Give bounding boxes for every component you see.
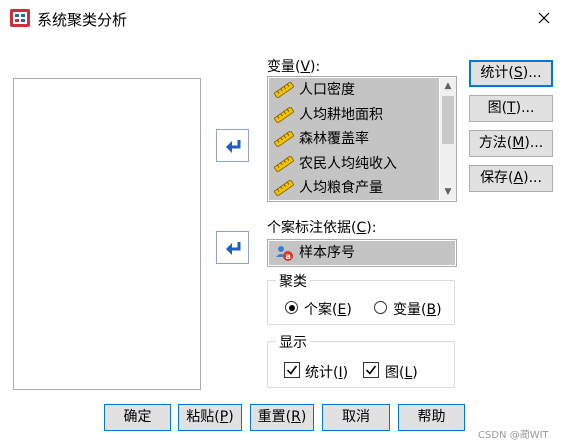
list-item[interactable]: 人口密度 <box>269 78 439 103</box>
cluster-cases-radio[interactable] <box>285 301 298 314</box>
cluster-cases-label[interactable]: 个案(E) <box>304 302 352 318</box>
scale-ruler-icon <box>274 106 294 123</box>
save-button[interactable]: 保存(A)... <box>469 165 553 192</box>
list-item[interactable]: 森林覆盖率 <box>269 127 439 152</box>
case-label-item-label: 样本序号 <box>299 245 355 261</box>
list-item-label: 人均耕地面积 <box>299 106 383 123</box>
variables-list[interactable]: 人口密度 人均耕地面积 森林覆盖率 农民人均纯收入 人均粮食产量 ▲ ▼ <box>267 76 457 202</box>
case-label-item[interactable]: a 样本序号 <box>269 241 455 265</box>
cancel-button[interactable]: 取消 <box>322 404 390 431</box>
display-statistics-label[interactable]: 统计(I) <box>305 365 349 381</box>
cluster-variables-radio[interactable] <box>374 301 387 314</box>
variables-scrollbar[interactable]: ▲ ▼ <box>440 78 456 200</box>
display-plots-label[interactable]: 图(L) <box>385 365 418 381</box>
list-item-label: 农民人均纯收入 <box>299 155 397 172</box>
list-item[interactable]: 人均粮食产量 <box>269 176 439 201</box>
scale-ruler-icon <box>274 131 294 148</box>
scale-ruler-icon <box>274 82 294 98</box>
ok-button[interactable]: 确定 <box>104 404 171 431</box>
display-group-title: 显示 <box>276 332 310 352</box>
list-item-label: 人口密度 <box>299 82 355 98</box>
case-label-label: 个案标注依据(C): <box>267 220 377 236</box>
watermark: CSDN @蔺WIT <box>478 430 549 441</box>
help-button[interactable]: 帮助 <box>398 404 465 431</box>
list-item[interactable]: 人均耕地面积 <box>269 103 439 128</box>
checkmark-icon <box>286 365 298 375</box>
checkmark-icon <box>365 365 377 375</box>
move-to-variables-button[interactable] <box>216 129 249 162</box>
source-variable-list[interactable] <box>13 78 201 390</box>
display-plots-checkbox[interactable] <box>363 362 379 378</box>
arrow-right-icon <box>226 140 241 153</box>
scale-ruler-icon <box>274 155 294 172</box>
title-bar: 系统聚类分析 <box>0 0 568 36</box>
arrow-right-icon <box>226 242 241 255</box>
variables-items: 人口密度 人均耕地面积 森林覆盖率 农民人均纯收入 人均粮食产量 <box>269 78 439 200</box>
scale-ruler-icon <box>274 180 294 197</box>
cluster-variables-label[interactable]: 变量(B) <box>393 302 442 318</box>
display-group <box>267 341 455 388</box>
plots-button[interactable]: 图(T)... <box>469 95 553 122</box>
display-statistics-checkbox[interactable] <box>284 362 300 378</box>
spss-app-icon <box>10 9 30 27</box>
cluster-group-title: 聚类 <box>276 271 310 291</box>
scroll-down-icon[interactable]: ▼ <box>444 187 452 197</box>
paste-button[interactable]: 粘贴(P) <box>178 404 242 431</box>
list-item-label: 人均粮食产量 <box>299 180 383 197</box>
close-button[interactable] <box>528 6 560 30</box>
svg-text:a: a <box>286 252 291 261</box>
method-button[interactable]: 方法(M)... <box>469 130 553 157</box>
window-title: 系统聚类分析 <box>37 11 128 29</box>
scroll-thumb[interactable] <box>442 96 454 144</box>
cluster-group <box>267 280 455 325</box>
list-item-label: 森林覆盖率 <box>299 131 369 148</box>
list-item[interactable]: 农民人均纯收入 <box>269 152 439 177</box>
move-to-case-label-button[interactable] <box>216 231 249 264</box>
reset-button[interactable]: 重置(R) <box>250 404 314 431</box>
close-icon <box>538 12 550 24</box>
string-variable-icon: a <box>276 246 293 261</box>
variables-label: 变量(V): <box>267 59 321 75</box>
statistics-button[interactable]: 统计(S)... <box>469 60 553 87</box>
scroll-up-icon[interactable]: ▲ <box>444 81 452 91</box>
case-label-field[interactable]: a 样本序号 <box>267 239 457 267</box>
